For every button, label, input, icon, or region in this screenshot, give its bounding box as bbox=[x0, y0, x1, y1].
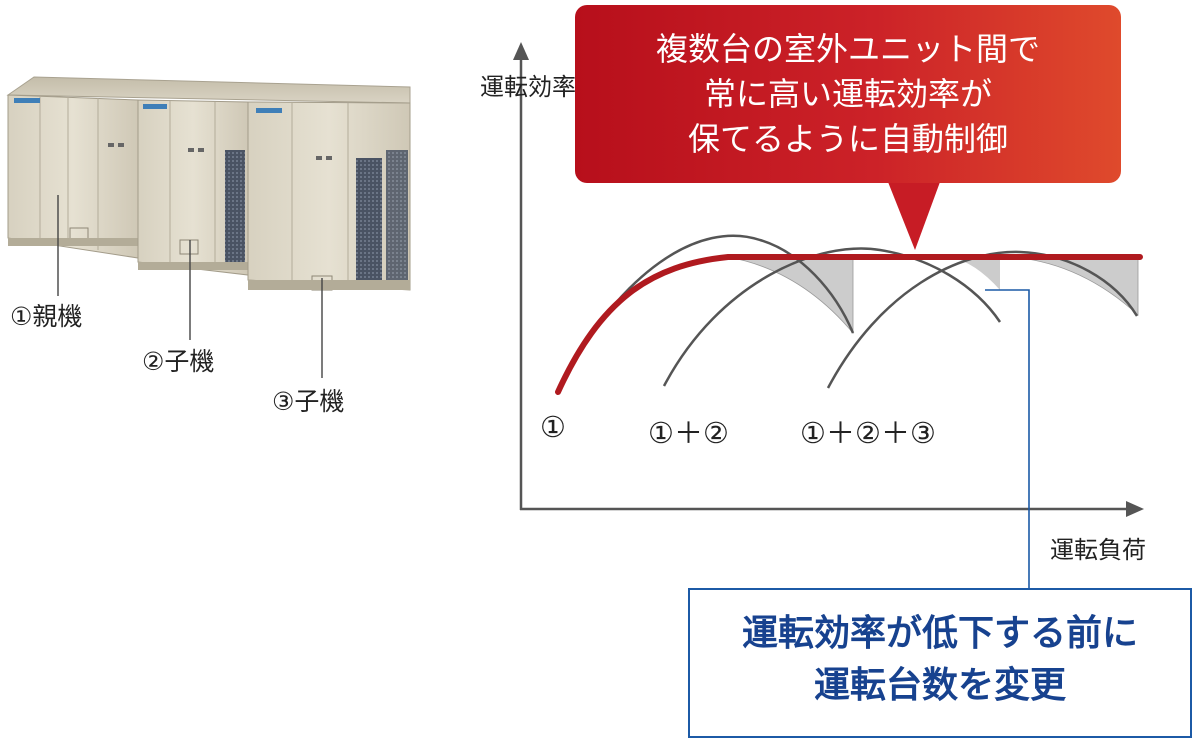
unit-2-coil bbox=[225, 150, 245, 268]
curve-units-1-2 bbox=[662, 247, 1002, 387]
auto-control-callout: 複数台の室外ユニット間で 常に高い運転効率が 保てるように自動制御 bbox=[575, 5, 1121, 183]
unit-label-parent: ①親機 bbox=[10, 302, 83, 331]
chart-axes bbox=[513, 42, 1144, 517]
brand-logo-2 bbox=[143, 104, 167, 109]
outdoor-unit-illustration bbox=[6, 76, 411, 378]
unit-count-change-line-2: 運転台数を変更 bbox=[813, 665, 1066, 706]
curve-label-1-2: ①＋② bbox=[648, 416, 729, 450]
red-callout-pointer bbox=[888, 182, 940, 250]
brand-logo-1 bbox=[14, 98, 40, 103]
unit-2-body bbox=[137, 99, 249, 276]
unit-3-coil bbox=[356, 158, 382, 286]
y-axis-label: 運転効率 bbox=[480, 73, 576, 101]
curve-label-1: ① bbox=[540, 410, 566, 444]
x-axis-label: 運転負荷 bbox=[1050, 536, 1146, 564]
unit-count-change-line-1: 運転効率が低下する前に bbox=[741, 613, 1138, 654]
auto-control-callout-line-2: 常に高い運転効率が bbox=[703, 75, 992, 113]
auto-control-callout-line-1: 複数台の室外ユニット間で bbox=[655, 30, 1040, 68]
controlled-efficiency-envelope bbox=[555, 254, 1143, 395]
y-axis-arrow bbox=[513, 42, 529, 60]
auto-control-callout-line-3: 保てるように自動制御 bbox=[687, 120, 1008, 158]
brand-logo-3 bbox=[256, 108, 282, 113]
unit-label-child-2: ②子機 bbox=[142, 347, 215, 376]
curve-units-1-2-3 bbox=[826, 250, 1139, 389]
efficiency-gap-1 bbox=[727, 256, 854, 335]
unit-1-body bbox=[7, 94, 139, 259]
efficiency-gap-2 bbox=[950, 257, 1000, 290]
curve-label-1-2-3: ①＋②＋③ bbox=[800, 416, 936, 450]
unit-3-body bbox=[247, 101, 411, 291]
blue-callout-leader bbox=[985, 289, 1030, 590]
unit-count-change-callout: 運転効率が低下する前に 運転台数を変更 bbox=[688, 588, 1192, 738]
x-axis-arrow bbox=[1126, 501, 1144, 517]
unit-label-child-3: ③子機 bbox=[272, 387, 345, 416]
